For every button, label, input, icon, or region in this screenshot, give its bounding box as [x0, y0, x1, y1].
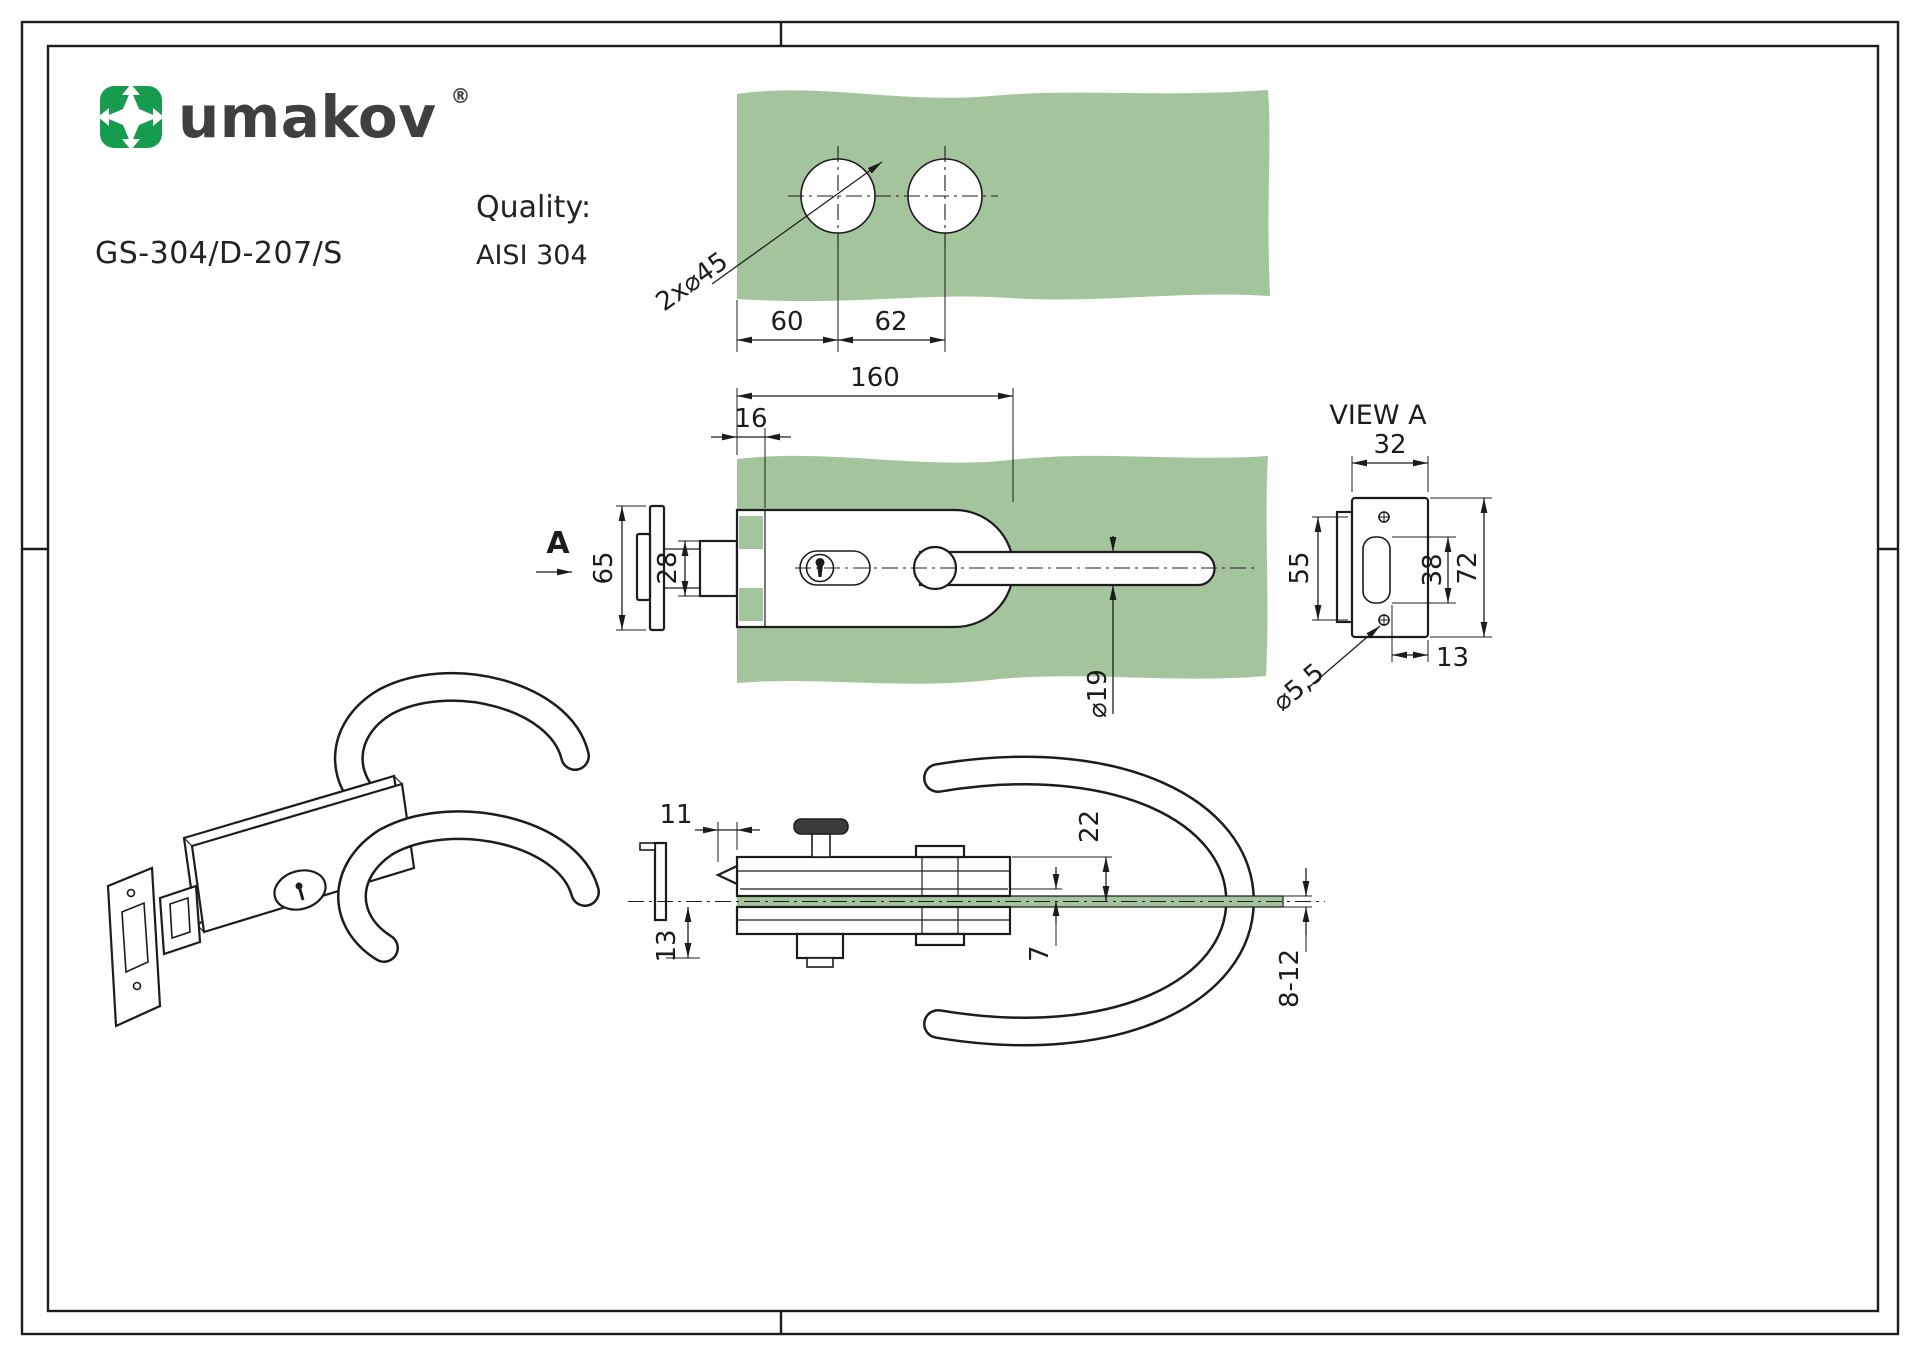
view-direction-label: A: [546, 526, 570, 561]
dim-28: 28: [653, 540, 700, 597]
dim-65-label: 65: [589, 551, 619, 584]
dim-13-plate-label: 13: [652, 929, 682, 962]
dim-32-label: 32: [1373, 430, 1406, 460]
dim-11: 11: [659, 800, 760, 862]
dim-glass-thickness-label: 8-12: [1275, 949, 1305, 1008]
brand-logo: umakov ®: [98, 84, 471, 150]
dim-16: 16: [711, 404, 791, 508]
isometric-view: [106, 671, 600, 1028]
dim-glass-thickness: 8-12: [1275, 868, 1312, 1008]
dim-55: 55: [1285, 516, 1348, 621]
dim-11-label: 11: [659, 800, 692, 830]
quality-label: Quality:: [476, 190, 592, 225]
front-view: 160 16: [536, 363, 1268, 718]
dim-160-label: 160: [850, 363, 900, 393]
dim-62-label: 62: [874, 307, 907, 337]
strike-flange: [635, 532, 652, 602]
view-direction-marker: A: [536, 526, 572, 576]
dim-60-label: 60: [770, 307, 803, 337]
screw-callout-label: ⌀5,5: [1267, 658, 1330, 718]
dim-13-edge-label: 13: [1436, 643, 1469, 673]
dim-72: 72: [1430, 497, 1492, 638]
brand-name: umakov: [178, 83, 437, 151]
glass-clamp-window-bottom: [739, 588, 763, 621]
dim-16-label: 16: [734, 404, 767, 434]
strike-plate-view: VIEW A 32: [1267, 400, 1492, 717]
dim-22: 22: [1012, 810, 1112, 901]
product-code: GS-304/D-207/S: [95, 236, 343, 271]
dim-55-label: 55: [1285, 551, 1315, 584]
dim-13-plate: 13: [652, 907, 700, 963]
dim-13-edge: 13: [1391, 605, 1469, 673]
dim-7: 7: [1010, 867, 1062, 962]
latch-bolt: [698, 539, 739, 598]
brand-logo-icon: [98, 84, 164, 150]
dim-7-label: 7: [1025, 945, 1055, 962]
strike-plate-edge: [653, 841, 668, 922]
view-a-title: VIEW A: [1329, 400, 1427, 431]
dim-72-label: 72: [1453, 551, 1483, 584]
glass-panel: [737, 90, 1270, 302]
lock-body-3d: [190, 782, 416, 934]
dim-65: 65: [589, 505, 646, 631]
dim-160: 160: [736, 363, 1014, 502]
dim-38-label: 38: [1418, 553, 1448, 586]
dim-62: 62: [838, 246, 946, 352]
strike-box: [1335, 510, 1354, 624]
sheet-frame: [20, 20, 1900, 1336]
latch-tongue: [715, 864, 739, 886]
plan-view: 11 13 22 7: [628, 755, 1325, 1047]
lock-body-top-half: [735, 855, 1012, 898]
quality-value: AISI 304: [476, 240, 588, 271]
dim-handle-diameter: ⌀19: [1083, 536, 1117, 718]
dim-60: 60: [736, 246, 839, 352]
dim-38: 38: [1392, 536, 1456, 604]
dim-32: 32: [1351, 430, 1429, 492]
dim-handle-diameter-label: ⌀19: [1083, 669, 1113, 718]
dim-28-label: 28: [653, 551, 683, 584]
screw-hole-bottom: [1378, 614, 1390, 626]
hole-callout-label: 2x⌀45: [651, 246, 734, 317]
screw-hole-top: [1378, 511, 1390, 523]
glass-hole-view: 2x⌀45 60 62: [651, 90, 1270, 352]
glass-clamp-window-top: [739, 516, 763, 549]
dim-22-label: 22: [1075, 810, 1105, 843]
latch-slot: [1362, 536, 1391, 604]
thumbturn-knob: [793, 818, 849, 835]
registered-trademark: ®: [450, 84, 471, 108]
screw-callout: ⌀5,5: [1267, 625, 1381, 718]
